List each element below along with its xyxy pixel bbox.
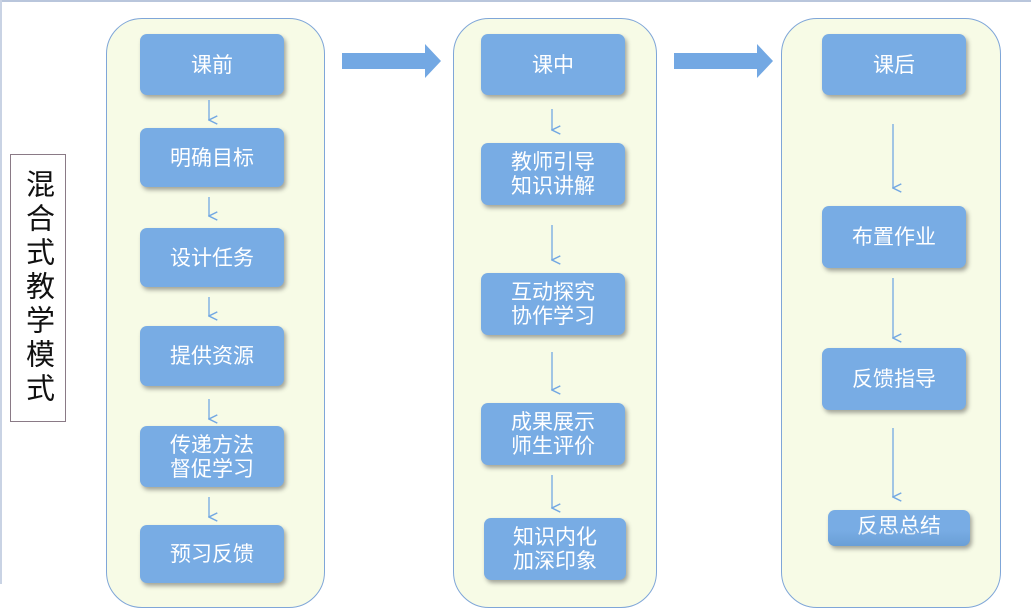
stage-before-class	[106, 18, 325, 608]
step-line: 明确目标	[170, 145, 254, 170]
step-node: 设计任务	[140, 228, 284, 287]
step-line: 布置作业	[852, 225, 936, 249]
step-line: 督促学习	[170, 456, 254, 481]
step-node: 明确目标	[140, 128, 284, 187]
step-line: 预习反馈	[170, 542, 254, 566]
step-node: 知识内化 加深印象	[484, 518, 626, 580]
stage-label: 课后	[873, 52, 915, 77]
step-line: 传递方法	[170, 432, 254, 457]
stage-label: 课前	[191, 52, 233, 77]
step-node: 布置作业	[822, 206, 966, 268]
step-node: 教师引导 知识讲解	[481, 143, 625, 205]
step-line: 提供资源	[170, 344, 254, 368]
node-fade-overlay	[828, 530, 970, 546]
step-node: 互动探究 协作学习	[481, 273, 625, 335]
step-node: 反思总结	[828, 510, 970, 546]
step-line: 教师引导	[511, 150, 595, 174]
diagram-title-text: 混合式教学模式	[21, 169, 56, 407]
frame-top-border	[0, 0, 1031, 2]
step-line: 知识讲解	[511, 174, 595, 198]
step-node: 提供资源	[140, 326, 284, 386]
frame-left-border	[0, 0, 2, 584]
stage-in-class-header: 课中	[481, 34, 625, 95]
diagram-title: 混合式教学模式	[10, 154, 66, 422]
stage-after-class	[781, 18, 1001, 608]
step-line: 成果展示	[511, 410, 595, 434]
stage-transition-arrow	[674, 44, 773, 78]
step-node: 反馈指导	[822, 348, 966, 410]
step-node: 传递方法 督促学习	[140, 426, 284, 487]
step-node: 成果展示 师生评价	[481, 403, 625, 465]
step-line: 设计任务	[170, 245, 254, 270]
step-line: 互动探究	[511, 280, 595, 304]
step-line: 反馈指导	[852, 367, 936, 391]
stage-transition-arrow	[342, 44, 441, 78]
stage-label: 课中	[532, 52, 574, 77]
step-line: 加深印象	[513, 549, 597, 573]
step-line: 协作学习	[511, 304, 595, 328]
stage-before-class-header: 课前	[140, 34, 284, 95]
step-node: 预习反馈	[140, 525, 284, 583]
step-line: 知识内化	[513, 525, 597, 549]
step-line: 师生评价	[511, 434, 595, 458]
stage-after-class-header: 课后	[822, 34, 966, 95]
